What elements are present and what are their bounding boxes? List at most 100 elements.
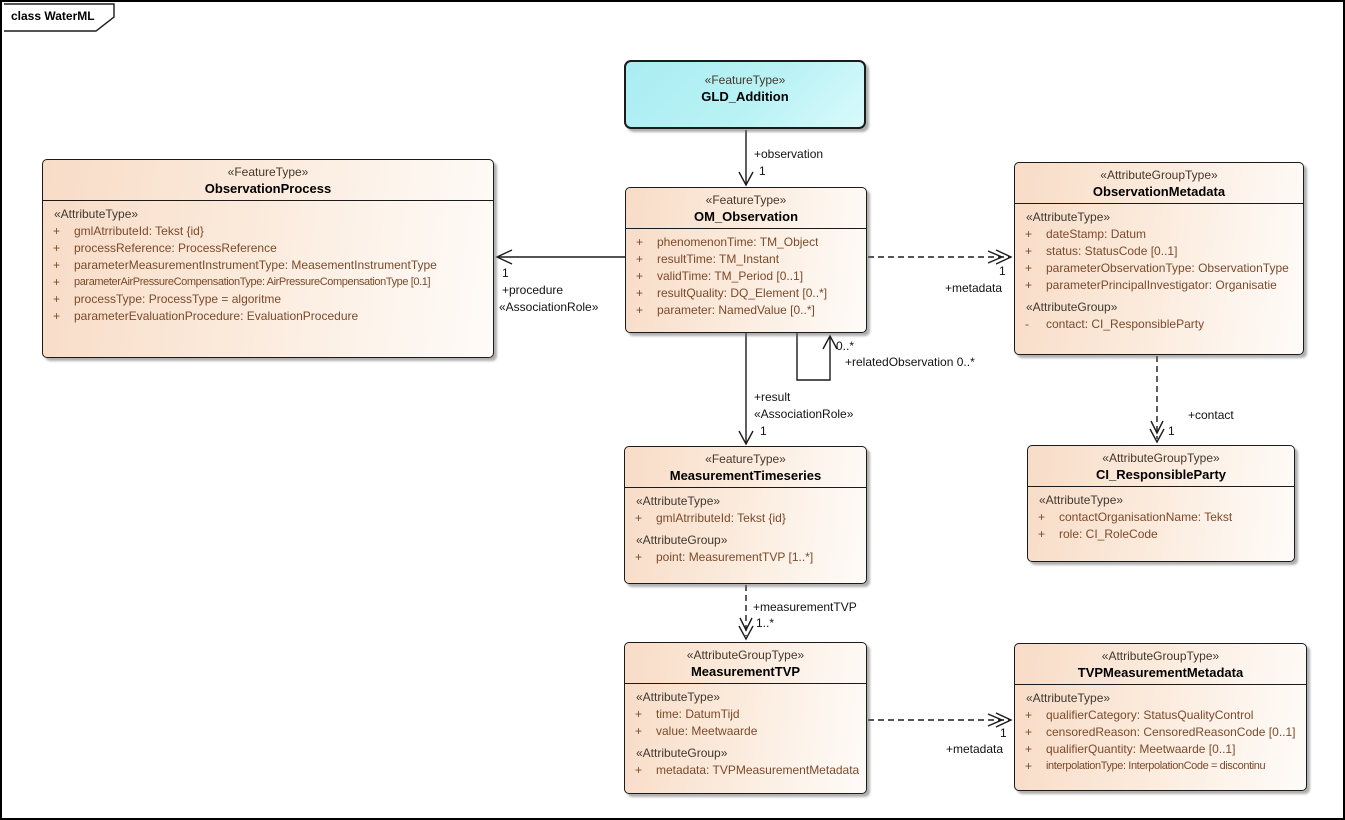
- connector-role-related-observation: +relatedObservation 0..*: [845, 355, 975, 369]
- connector-role-metadata-top: +metadata: [945, 281, 1003, 295]
- stereotype-label: «FeatureType»: [704, 73, 786, 87]
- visibility-prefix: +: [53, 224, 61, 238]
- arrowhead-related-observation: [822, 334, 838, 350]
- visibility-prefix: +: [1038, 510, 1046, 524]
- attribute-text: parameterAirPressureCompensationType: Ai…: [74, 276, 431, 288]
- attribute[interactable]: +contactOrganisationName: Tekst: [1036, 509, 1290, 526]
- visibility-prefix: +: [1025, 244, 1033, 258]
- connector-mult-metadata-top: 1: [999, 264, 1006, 278]
- visibility-prefix: +: [1025, 708, 1033, 722]
- attribute[interactable]: +validTime: TM_Period [0..1]: [634, 268, 862, 285]
- attribute[interactable]: +interpolationType: InterpolationCode = …: [1023, 758, 1302, 775]
- attribute-text: interpolationType: InterpolationCode = d…: [1046, 760, 1266, 772]
- visibility-prefix: +: [1025, 261, 1033, 275]
- attribute[interactable]: +gmlAtrributeId: Tekst {id}: [51, 223, 489, 240]
- class-name: CI_ResponsibleParty: [1095, 467, 1227, 482]
- connector-role-contact: +contact: [1188, 408, 1234, 422]
- connector-role-procedure: +procedure: [502, 283, 564, 297]
- class-header: «AttributeGroupType» ObservationMetadata: [1015, 163, 1303, 204]
- class-attributes: «AttributeType» +time: DatumTijd +value:…: [625, 684, 866, 784]
- class-box-measurement-timeseries[interactable]: «FeatureType» MeasurementTimeseries «Att…: [624, 446, 867, 584]
- stereotype-label: «FeatureType»: [705, 193, 787, 207]
- attribute-group-label: «AttributeGroup»: [1026, 300, 1118, 314]
- arrowhead-measurement-tvp-2: [739, 617, 753, 632]
- attribute[interactable]: +processType: ProcessType = algoritme: [51, 291, 489, 308]
- attribute-text: time: DatumTijd: [656, 707, 740, 721]
- visibility-prefix: +: [1025, 742, 1033, 756]
- visibility-prefix: +: [53, 258, 61, 272]
- attribute[interactable]: +parameterPrincipalInvestigator: Organis…: [1023, 277, 1299, 294]
- visibility-prefix: +: [53, 309, 61, 323]
- visibility-prefix: +: [635, 511, 643, 525]
- attribute-text: resultTime: TM_Instant: [657, 252, 780, 266]
- attribute-group-label: «AttributeGroup»: [636, 533, 728, 547]
- class-box-gld-addition[interactable]: «FeatureType» GLD_Addition: [624, 60, 866, 129]
- attribute-text: parameterObservationType: ObservationTyp…: [1046, 261, 1289, 275]
- attribute[interactable]: +phenomenonTime: TM_Object: [634, 234, 862, 251]
- class-box-measurement-tvp[interactable]: «AttributeGroupType» MeasurementTVP «Att…: [624, 642, 867, 794]
- attribute-text: dateStamp: Datum: [1046, 227, 1147, 241]
- connector-related-observation[interactable]: [796, 333, 831, 381]
- attribute[interactable]: +parameterMeasurementInstrumentType: Mea…: [51, 257, 489, 274]
- attribute[interactable]: + parameterObservationType: ObservationTy…: [1023, 260, 1299, 277]
- attribute[interactable]: + gmlAtrributeId: Tekst {id}: [633, 510, 862, 527]
- attribute-text: phenomenonTime: TM_Object: [657, 235, 819, 249]
- stereotype-label: «FeatureType»: [705, 452, 786, 466]
- connector-stereotype-procedure: «AssociationRole»: [499, 300, 599, 314]
- class-box-observation-metadata[interactable]: «AttributeGroupType» ObservationMetadata…: [1014, 162, 1304, 355]
- attribute-group-label: «AttributeType»: [1026, 691, 1111, 705]
- class-box-ci-responsible-party[interactable]: «AttributeGroupType» CI_ResponsibleParty…: [1027, 445, 1295, 562]
- class-box-tvp-measurement-metadata[interactable]: «AttributeGroupType» TVPMeasurementMetad…: [1014, 643, 1307, 791]
- attribute-group-label: «AttributeType»: [54, 207, 139, 221]
- attribute[interactable]: +censoredReason: CensoredReasonCode [0..…: [1023, 724, 1302, 741]
- attribute-group-label: «AttributeType»: [1026, 210, 1111, 224]
- attribute[interactable]: + dateStamp: Datum: [1023, 226, 1299, 243]
- class-box-observation-process[interactable]: «FeatureType» ObservationProcess «Attrib…: [42, 159, 494, 358]
- attribute-text: qualifierQuantity: Meetwaarde [0..1]: [1046, 742, 1236, 756]
- attribute[interactable]: +point: MeasurementTVP [1..*]: [633, 549, 862, 566]
- class-attributes: «AttributeType» +gmlAtrributeId: Tekst {…: [43, 201, 493, 330]
- attribute[interactable]: + resultTime: TM_Instant: [634, 251, 862, 268]
- attribute[interactable]: +value: Meetwaarde: [633, 723, 862, 740]
- class-name: ObservationProcess: [204, 181, 332, 196]
- attribute-group-label: «AttributeType»: [1039, 493, 1124, 507]
- attribute[interactable]: + qualifierQuantity: Meetwaarde [0..1]: [1023, 741, 1302, 758]
- arrowhead-contact: [1149, 428, 1165, 444]
- class-attributes: «AttributeType» + dateStamp: Datum +statu…: [1015, 204, 1303, 338]
- attribute-text: value: Meetwaarde: [656, 724, 758, 738]
- attribute[interactable]: +time: DatumTijd: [633, 706, 862, 723]
- class-attributes: «AttributeType» +contactOrganisationName…: [1028, 487, 1294, 548]
- arrowhead-metadata-bottom: [995, 712, 1013, 728]
- connector-mult-related-observation: 0..*: [836, 339, 855, 353]
- attribute[interactable]: + parameterAirPressureCompensationType: A…: [51, 274, 489, 291]
- arrowhead-procedure: [495, 249, 513, 265]
- attribute[interactable]: +parameter: NamedValue [0..*]: [634, 302, 862, 319]
- attribute[interactable]: +processReference: ProcessReference: [51, 240, 489, 257]
- attribute[interactable]: +resultQuality: DQ_Element [0..*]: [634, 285, 862, 302]
- connector-mult-contact: 1: [1168, 424, 1175, 438]
- visibility-prefix: +: [636, 286, 644, 300]
- attribute-text: parameterEvaluationProcedure: Evaluation…: [74, 309, 359, 323]
- connector-role-observation: +observation: [754, 147, 824, 161]
- connector-mult-metadata-bottom: 1: [1000, 726, 1007, 740]
- attribute[interactable]: -contact: CI_ResponsibleParty: [1023, 316, 1299, 333]
- attribute[interactable]: +role: CI_RoleCode: [1036, 526, 1290, 543]
- attribute[interactable]: + parameterEvaluationProcedure: Evaluatio…: [51, 308, 489, 325]
- arrowhead-measurement-tvp: [738, 625, 754, 641]
- attribute-text: validTime: TM_Period [0..1]: [657, 269, 804, 283]
- attribute-group-label: «AttributeType»: [636, 690, 721, 704]
- stereotype-label: «AttributeGroupType»: [1102, 451, 1220, 465]
- attribute[interactable]: +metadata: TVPMeasurementMetadata: [633, 762, 862, 779]
- attribute-text: gmlAtrributeId: Tekst {id}: [656, 511, 786, 525]
- attribute-text: metadata: TVPMeasurementMetadata: [656, 763, 860, 777]
- visibility-prefix: +: [636, 252, 644, 266]
- visibility-prefix: +: [53, 275, 61, 289]
- attribute-text: point: MeasurementTVP [1..*]: [656, 550, 814, 564]
- class-box-om-observation[interactable]: «FeatureType» OM_Observation +phenomenon…: [625, 187, 867, 333]
- class-name: ObservationMetadata: [1092, 184, 1226, 199]
- visibility-prefix: +: [1025, 227, 1033, 241]
- attribute[interactable]: +status: StatusCode [0..1]: [1023, 243, 1299, 260]
- attribute[interactable]: +qualifierCategory: StatusQualityControl: [1023, 707, 1302, 724]
- visibility-prefix: +: [53, 241, 61, 255]
- arrowhead-contact-2: [1150, 420, 1164, 435]
